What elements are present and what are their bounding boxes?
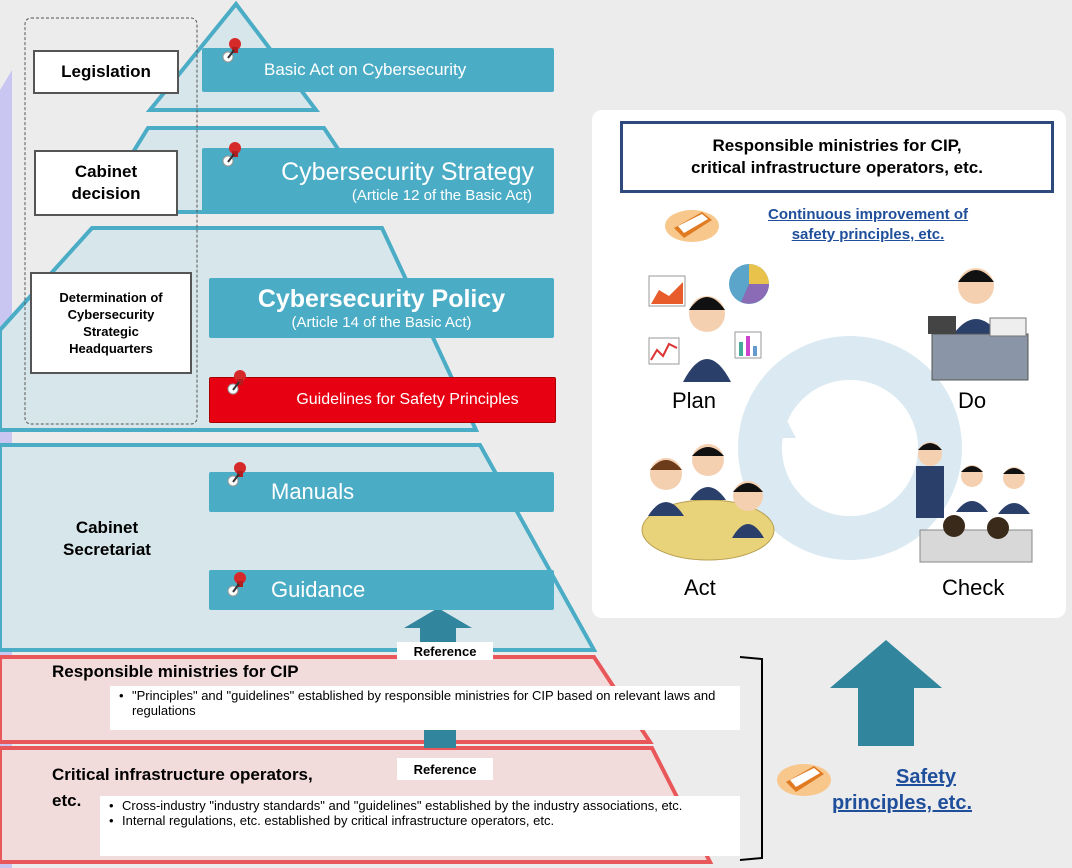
improvement-link[interactable]: Continuous improvement of safety princip… [728, 205, 1008, 245]
policy-title: Cybersecurity Policy [257, 285, 506, 313]
strategy-box: Cybersecurity Strategy (Article 12 of th… [202, 148, 554, 214]
bracket [739, 656, 763, 861]
basic-act-text: Basic Act on Cybersecurity [264, 60, 467, 79]
strategy-title: Cybersecurity Strategy [281, 158, 534, 186]
operators-title-line2: etc. [52, 791, 82, 810]
tier-label-text: Determination of Cybersecurity Strategic… [59, 290, 163, 356]
list-item: Internal regulations, etc. established b… [109, 813, 732, 828]
arrow-up-icon [830, 640, 942, 746]
guidance-box: Guidance [209, 570, 554, 610]
operators-title: Critical infrastructure operators, etc. [52, 762, 313, 814]
manuals-text: Manuals [271, 479, 355, 504]
safety-link-line2: principles, etc. [831, 792, 973, 814]
operators-bullets: Cross-industry "industry standards" and … [100, 796, 740, 856]
pin-icon [222, 38, 241, 63]
guidance-text: Guidance [271, 577, 366, 602]
tier-label-cabinet: Cabinet decision [34, 150, 178, 216]
guidelines-box: Guidelines for Safety Principles [209, 377, 556, 423]
panel-header: Responsible ministries for CIP, critical… [620, 121, 1054, 193]
tier-label-headquarters: Determination of Cybersecurity Strategic… [30, 272, 192, 374]
panel-header-line2: critical infrastructure operators, etc. [691, 158, 983, 177]
book-icon [665, 210, 719, 242]
list-item: "Principles" and "guidelines" establishe… [119, 688, 732, 718]
policy-box: Cybersecurity Policy (Article 14 of the … [209, 278, 554, 338]
reference-tag: Reference [397, 758, 493, 780]
guidelines-text: Guidelines for Safety Principles [296, 391, 519, 408]
cycle-label-do: Do [958, 388, 987, 413]
panel-header-line1: Responsible ministries for CIP, [712, 136, 962, 155]
safety-link-line1: Safety [895, 766, 957, 788]
ministries-title: Responsible ministries for CIP [52, 662, 299, 681]
plan-illustration [648, 264, 769, 382]
improvement-line1: Continuous improvement of [768, 206, 968, 223]
cycle-label-plan: Plan [672, 388, 717, 413]
pin-icon [227, 572, 246, 597]
list-item: Cross-industry "industry standards" and … [109, 798, 732, 813]
safety-principles-link[interactable]: Safety principles, etc. [808, 764, 996, 816]
tier-label-secretariat: Cabinet Secretariat [63, 518, 151, 559]
basic-act-box: Basic Act on Cybersecurity [202, 48, 554, 92]
operators-title-line1: Critical infrastructure operators, [52, 765, 313, 784]
manuals-box: Manuals [209, 472, 554, 512]
tier-label-group [24, 17, 198, 425]
check-illustration [916, 442, 1033, 563]
improvement-line2: safety principles, etc. [791, 226, 945, 243]
act-illustration [641, 444, 775, 561]
tier-label-legislation: Legislation [33, 50, 179, 94]
ministries-bullets: "Principles" and "guidelines" establishe… [110, 686, 740, 730]
tier-label-text: Cabinet decision [71, 162, 141, 203]
policy-sub: (Article 14 of the Basic Act) [291, 314, 472, 331]
book-icon [777, 764, 831, 796]
pin-icon [222, 142, 241, 167]
do-illustration [928, 268, 1029, 381]
cycle-label-act: Act [684, 575, 716, 600]
pin-icon [227, 370, 246, 395]
reference-tag: Reference [397, 642, 493, 660]
strategy-sub: (Article 12 of the Basic Act) [351, 187, 532, 204]
pin-icon [227, 462, 246, 487]
cycle-label-check: Check [942, 575, 1005, 600]
tier-label-text: Legislation [61, 62, 151, 81]
